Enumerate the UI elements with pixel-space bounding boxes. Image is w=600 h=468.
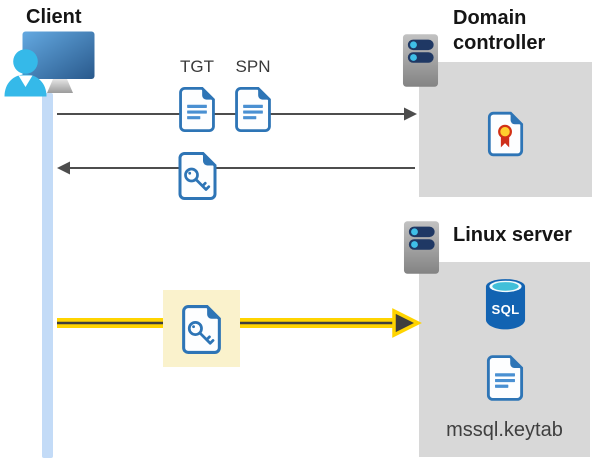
service-ticket-response-arrow [57,161,415,175]
client-computer-icon [4,31,95,97]
keytab-filename-label: mssql.keytab [446,419,563,441]
sql-label: SQL [492,302,520,317]
tgt-spn-request-arrow [57,107,417,121]
linux-server-icon [403,220,440,275]
service-ticket-key-icon [180,304,223,355]
spn-document-icon [234,86,272,133]
domain-controller-server-icon [402,33,439,88]
sql-database-icon: SQL [485,279,526,330]
tgt-label: TGT [180,57,214,76]
certificate-document-icon [487,110,524,158]
spn-label: SPN [235,57,271,76]
client-lifeline [42,93,53,458]
linux-server-title: Linux server [453,224,572,246]
keytab-document-icon [486,354,524,402]
domain-controller-title: Domain controller [453,7,546,54]
client-label: Client [26,6,82,28]
tgt-document-icon [178,86,216,133]
ticket-key-document-icon [177,151,218,201]
